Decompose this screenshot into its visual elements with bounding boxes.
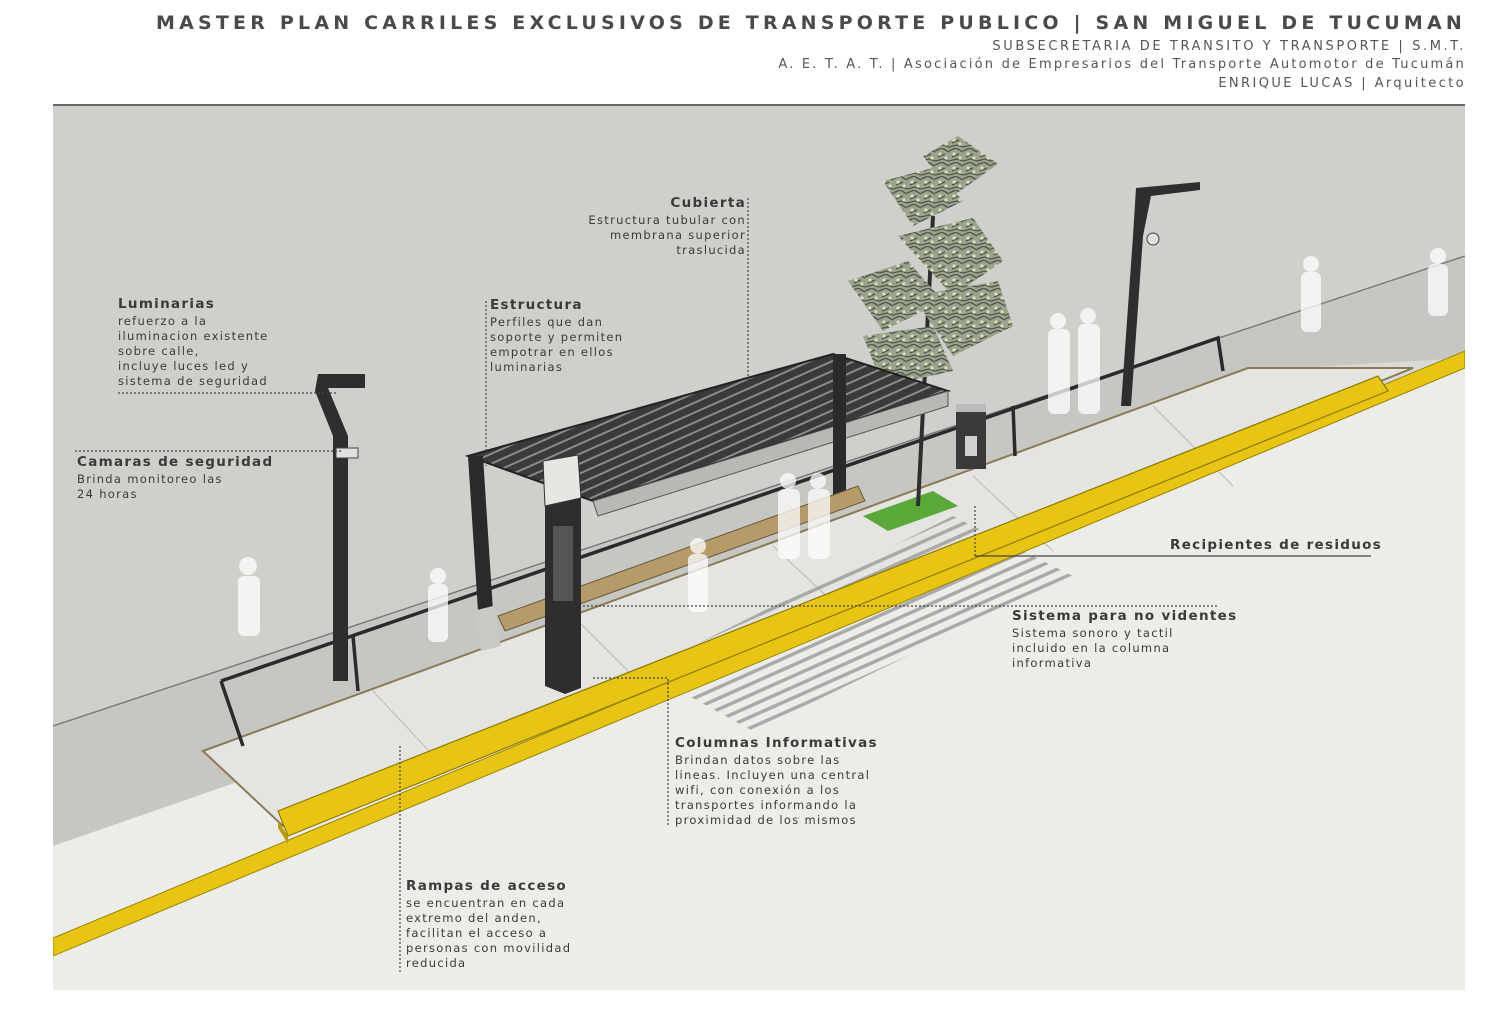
lamp-post-right <box>1121 182 1200 406</box>
annotation-columnas: Columnas Informativas Brindan datos sobr… <box>675 735 878 828</box>
annotation-no-videntes-desc: Sistema sonoro y tactil incluido en la c… <box>1012 626 1174 670</box>
annotation-columnas-desc: Brindan datos sobre las lineas. Incluyen… <box>675 753 871 827</box>
trash-bin <box>956 404 986 469</box>
page-title: MASTER PLAN CARRILES EXCLUSIVOS DE TRANS… <box>156 12 1466 34</box>
annotation-rampas-desc: se encuentran en cada extremo del anden,… <box>406 896 572 970</box>
annotation-luminarias-title: Luminarias <box>118 296 216 312</box>
annotation-estructura-desc: Perfiles que dan soporte y permiten empo… <box>490 315 624 374</box>
annotation-cubierta: Cubierta Estructura tubular con membrana… <box>560 195 746 258</box>
header-rule <box>53 104 1465 106</box>
annotation-camaras-desc: Brinda monitoreo las 24 horas <box>77 472 223 501</box>
annotation-cubierta-title: Cubierta <box>670 195 746 211</box>
annotation-no-videntes: Sistema para no videntes Sistema sonoro … <box>1012 608 1237 671</box>
lamp-post-left <box>315 374 365 681</box>
annotation-recipientes: Recipientes de residuos <box>1170 537 1382 553</box>
subtitle-author: ENRIQUE LUCAS | Arquitecto <box>1218 76 1466 91</box>
bench <box>497 485 866 632</box>
annotation-recipientes-title: Recipientes de residuos <box>1170 537 1383 553</box>
subtitle-aetat: A. E. T. A. T. | Asociación de Empresari… <box>778 57 1466 72</box>
annotation-camaras: Camaras de seguridad Brinda monitoreo la… <box>77 454 273 502</box>
annotation-cubierta-desc: Estructura tubular con membrana superior… <box>588 213 746 257</box>
bus-shelter <box>464 352 952 694</box>
bus-stop-rendering <box>53 106 1465 990</box>
grass-patch <box>863 491 958 531</box>
annotation-estructura: Estructura Perfiles que dan soporte y pe… <box>490 297 623 375</box>
annotation-luminarias: Luminarias refuerzo a la iluminacion exi… <box>118 296 269 389</box>
annotation-luminarias-desc: refuerzo a la iluminacion existente sobr… <box>118 314 269 388</box>
annotation-no-videntes-title: Sistema para no videntes <box>1012 608 1238 624</box>
annotation-rampas: Rampas de acceso se encuentran en cada e… <box>406 878 571 971</box>
subtitle-transit: SUBSECRETARIA DE TRANSITO Y TRANSPORTE |… <box>992 39 1466 54</box>
annotation-columnas-title: Columnas Informativas <box>675 735 878 751</box>
people <box>238 248 1448 642</box>
annotation-rampas-title: Rampas de acceso <box>406 878 567 894</box>
leader-recipientes <box>974 506 1371 557</box>
annotation-estructura-title: Estructura <box>490 297 583 313</box>
leader-columnas <box>593 677 669 826</box>
annotation-camaras-title: Camaras de seguridad <box>77 454 274 470</box>
